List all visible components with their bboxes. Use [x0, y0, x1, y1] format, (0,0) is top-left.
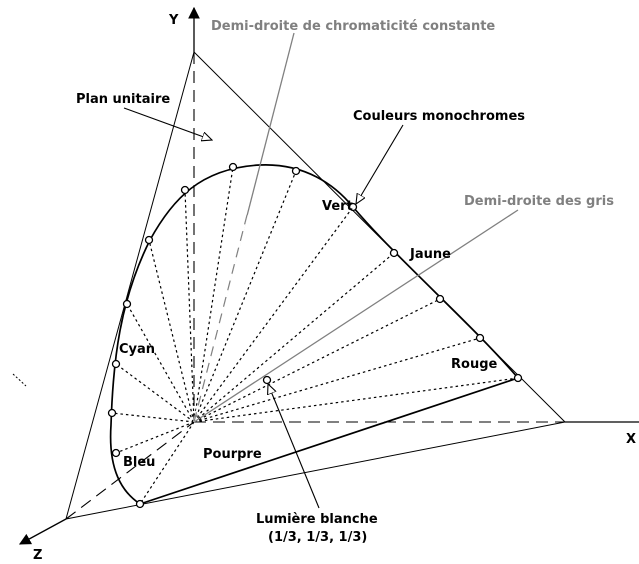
axes: [18, 6, 639, 545]
y-axis-label: Y: [168, 13, 179, 28]
white-light-coords-label: (1/3, 1/3, 1/3): [268, 530, 367, 545]
blue-label: Bleu: [123, 455, 155, 470]
monochrome-label: Couleurs monochromes: [353, 109, 525, 124]
grey-ray-label: Demi-droite des gris: [464, 194, 614, 209]
z-axis-dashed: [65, 421, 195, 520]
stray-mark: [12, 373, 27, 387]
x-axis-label: X: [626, 432, 636, 447]
yellow-label: Jaune: [409, 247, 451, 262]
constant-chromaticity-label: Demi-droite de chromaticité constante: [211, 19, 495, 34]
locus-point: [475, 333, 485, 343]
white-light-label: Lumière blanche: [256, 512, 378, 527]
constant-chromaticity-dashed-overlay: [193, 214, 248, 423]
grey-ray: [193, 209, 519, 423]
white-point: [262, 375, 272, 385]
z-axis: [18, 518, 67, 545]
locus-point: [135, 499, 145, 509]
annotation-arrows: [123, 107, 404, 509]
white-light-arrow: [268, 384, 320, 509]
z-axis-label: Z: [33, 548, 42, 563]
locus-points: [107, 162, 523, 509]
unit-plane-label: Plan unitaire: [76, 92, 170, 107]
locus-point: [180, 185, 190, 195]
unit-plane-arrow: [123, 107, 212, 140]
green-label: Vert: [322, 199, 353, 214]
locus-point: [144, 235, 154, 245]
locus-point: [111, 359, 121, 369]
locus-point: [107, 408, 117, 418]
locus-point: [435, 294, 445, 304]
locus-point: [111, 448, 121, 458]
red-label: Rouge: [451, 357, 498, 372]
locus-point: [122, 299, 132, 309]
locus-point: [348, 202, 358, 212]
monochrome-arrow: [356, 124, 404, 204]
dotted-rays: [111, 166, 519, 505]
locus-point: [291, 166, 301, 176]
locus-point: [513, 373, 523, 383]
cyan-label: Cyan: [119, 342, 155, 357]
purple-label: Pourpre: [203, 447, 262, 462]
spectral-locus: [109, 164, 519, 505]
locus-point: [228, 162, 238, 172]
purple-line: [139, 377, 519, 505]
locus-point: [389, 248, 399, 258]
